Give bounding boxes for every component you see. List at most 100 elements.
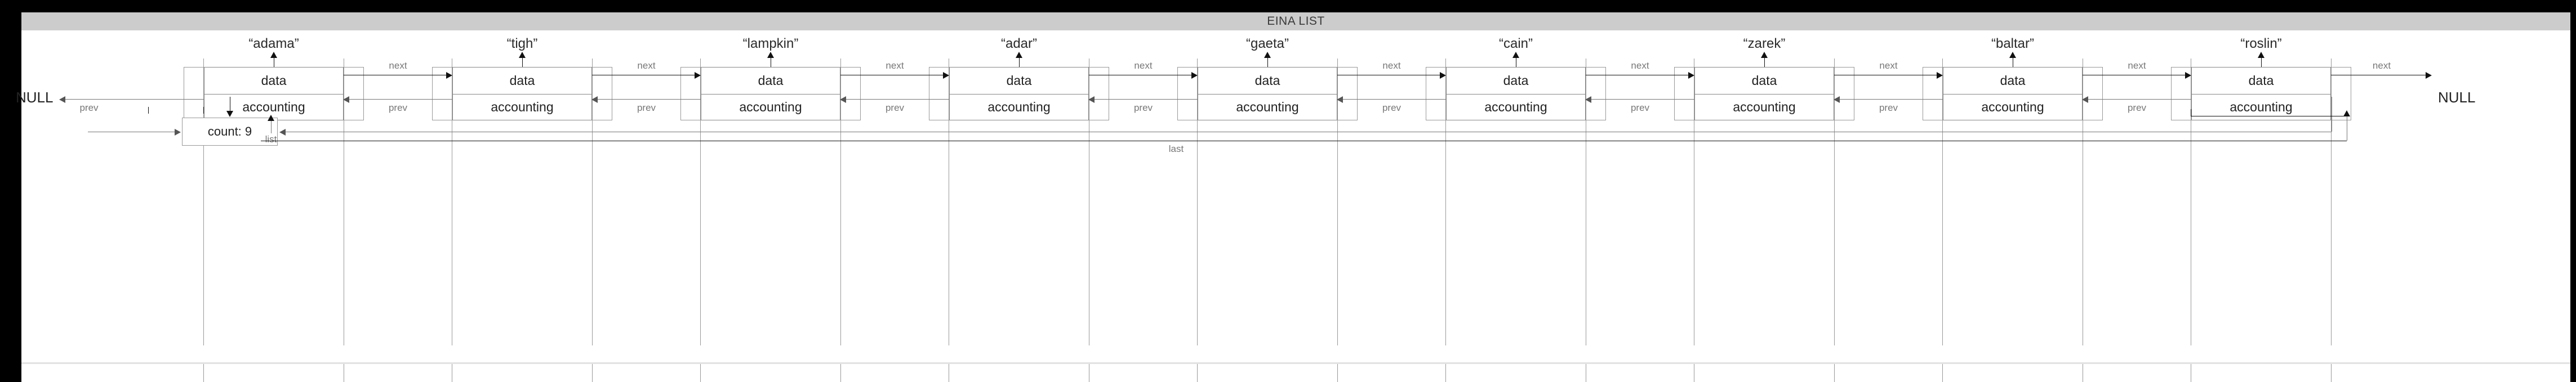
node-guide-line-right [2331, 59, 2332, 345]
lower-guide-line-left [1197, 364, 1198, 382]
next-pointer-arrowhead [446, 72, 452, 79]
node-guide-line-left [1942, 59, 1943, 345]
node-data-cell: data [1006, 73, 1032, 88]
node-name-arrowhead [1761, 52, 1768, 58]
last-pointer-return-arrowhead [279, 129, 286, 136]
node-guide-line-right [840, 59, 841, 345]
prev-pointer-line [1591, 99, 1694, 100]
prev-pointer-arrowhead [343, 96, 349, 103]
node-name-label: “gaeta” [1245, 36, 1289, 51]
node-name-arrowhead [1512, 52, 1519, 58]
node-data-cell: data [1503, 73, 1529, 88]
node-name-stem [1764, 57, 1765, 67]
node-name-arrowhead [2258, 52, 2264, 58]
next-pointer-arrowhead [943, 72, 949, 79]
prev-pointer-arrowhead [1088, 96, 1095, 103]
prev-pointer-label: prev [1133, 102, 1153, 113]
prev-pointer-arrowhead [591, 96, 598, 103]
lower-guide-line-left [1445, 364, 1446, 382]
prev-pointer-line [598, 99, 701, 100]
node-accounting-cell: accounting [453, 93, 591, 120]
window-titlebar: EINA LIST [21, 12, 2570, 30]
list-pointer-bracket-left-tick [203, 107, 204, 114]
node-accounting-cell: accounting [701, 93, 840, 120]
node-name-arrowhead [2009, 52, 2016, 58]
lower-guide-line-right [1834, 364, 1835, 382]
node-name-label: “roslin” [2240, 36, 2282, 51]
node-name-label: “cain” [1498, 36, 1533, 51]
node-data-cell: data [509, 73, 535, 88]
node-guide-line-right [592, 59, 593, 345]
node-fields: data accounting [1694, 67, 1834, 120]
lower-guide-line-left [203, 364, 204, 382]
prev-pointer-line [2088, 99, 2191, 100]
node-accounting-cell: accounting [950, 93, 1088, 120]
node-guide-line-left [203, 59, 204, 345]
node-name-stem [1267, 57, 1268, 67]
node-name-label: “lampkin” [742, 36, 799, 51]
next-pointer-arrowhead [1191, 72, 1198, 79]
diagram-root: EINA LIST data accounting “adama” data accou… [16, 12, 2570, 382]
node-guide-line-left [700, 59, 701, 345]
next-pointer-label: next [1631, 60, 1649, 71]
next-pointer-label: next [886, 60, 904, 71]
node-name-arrowhead [1016, 52, 1022, 58]
node-name-stem [2261, 57, 2262, 67]
prev-pointer-label: prev [2127, 102, 2147, 113]
lower-guide-line-right [840, 364, 841, 382]
head-prev-null-arrowhead [59, 96, 65, 103]
lower-guide-line-right [2331, 364, 2332, 382]
prev-pointer-arrowhead [1834, 96, 1840, 103]
node-name-arrowhead [519, 52, 526, 58]
node-accounting-cell: accounting [1198, 93, 1337, 120]
last-pointer-arrowhead [2343, 110, 2350, 116]
node-fields: data accounting [452, 67, 592, 120]
prev-pointer-label: prev [388, 102, 408, 113]
prev-pointer-label: prev [637, 102, 656, 113]
node-accounting-cell: accounting [2192, 93, 2330, 120]
prev-pointer-label: prev [1630, 102, 1650, 113]
prev-pointer-label: prev [1879, 102, 1898, 113]
node-guide-line-right [1337, 59, 1338, 345]
tail-next-label: next [2372, 60, 2391, 71]
next-pointer-label: next [389, 60, 407, 71]
node-fields: data accounting [1446, 67, 1586, 120]
tail-next-null-arrowhead [2426, 72, 2432, 79]
node-data-cell: data [758, 73, 784, 88]
head-prev-label: prev [79, 102, 99, 113]
prev-pointer-line [846, 99, 949, 100]
lower-guide-line-right [1337, 364, 1338, 382]
node-data-cell: data [261, 73, 287, 88]
next-pointer-label: next [1382, 60, 1401, 71]
node-name-arrowhead [1264, 52, 1271, 58]
count-box-left-inflow-arrowhead [175, 129, 181, 136]
prev-pointer-line [349, 99, 452, 100]
prev-pointer-label: prev [1382, 102, 1402, 113]
null-label-left: NULL [16, 89, 54, 106]
prev-pointer-label: prev [885, 102, 905, 113]
node-guide-line-left [1445, 59, 1446, 345]
list-pointer-label: list [265, 134, 277, 145]
next-pointer-label: next [2128, 60, 2146, 71]
list-pointer-arrowhead [268, 115, 274, 121]
prev-pointer-arrowhead [1337, 96, 1343, 103]
prev-pointer-line [1095, 99, 1198, 100]
node-accounting-cell: accounting [1695, 93, 1834, 120]
node-accounting-cell: accounting [1943, 93, 2082, 120]
lower-guide-line-left [1942, 364, 1943, 382]
node-data-cell: data [1751, 73, 1777, 88]
count-box-inflow-arrowhead [226, 111, 233, 117]
node-name-label: “adama” [248, 36, 299, 51]
node-guide-line-left [1197, 59, 1198, 345]
node-accounting-cell: accounting [1447, 93, 1585, 120]
prev-pointer-arrowhead [2082, 96, 2088, 103]
prev-pointer-arrowhead [1585, 96, 1591, 103]
window-title: EINA LIST [1267, 15, 1325, 28]
next-pointer-arrowhead [1688, 72, 1694, 79]
node-name-stem [1019, 57, 1020, 67]
